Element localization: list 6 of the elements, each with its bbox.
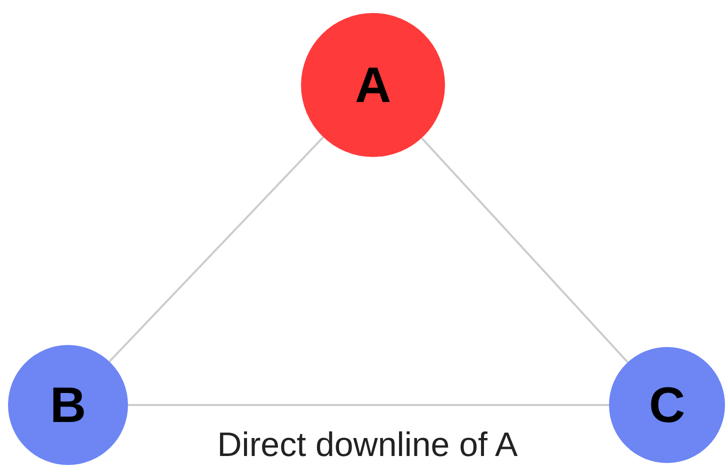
node-letter: A: [354, 60, 392, 110]
node-letter: B: [50, 380, 86, 430]
node-letter: C: [648, 380, 686, 430]
connector-line: [420, 137, 628, 363]
connector-line: [128, 404, 609, 406]
connector-line: [108, 136, 324, 362]
